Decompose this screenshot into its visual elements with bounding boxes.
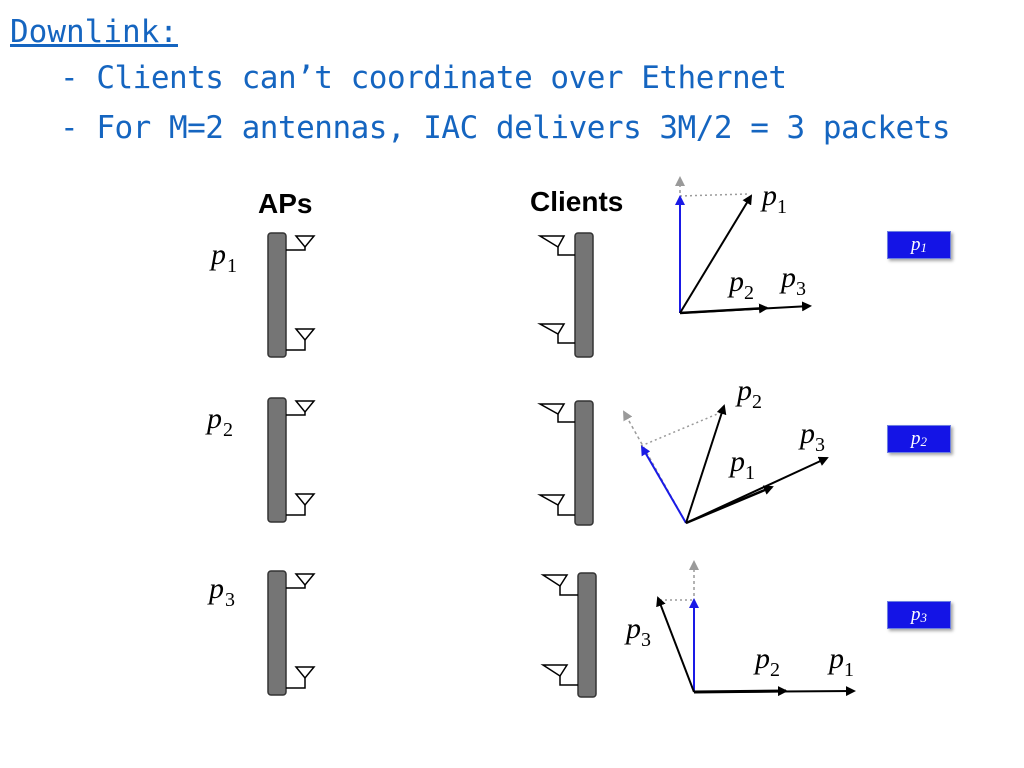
antenna-icon [537, 494, 566, 507]
antenna-icon [537, 323, 566, 336]
svg-text:1: 1 [227, 255, 237, 277]
antenna-icon [294, 328, 316, 342]
svg-text:p: p [735, 374, 752, 407]
vector-label-p3: p 3 [779, 261, 806, 300]
client-device-3 [540, 572, 597, 698]
bullet-1: - Clients can’t coordinate over Ethernet [60, 60, 787, 96]
svg-text:p: p [727, 265, 744, 298]
vector-diagram-3: p 3 p 2 p 1 [624, 560, 856, 697]
antenna-icon [540, 664, 569, 678]
antenna-icon [294, 666, 316, 680]
decoded-packet-badge-3: p3 [887, 601, 951, 629]
decoded-packet-badge-2: p2 [887, 425, 951, 453]
svg-text:p: p [205, 402, 222, 435]
vector-diagram-1: p 1 p 2 p 3 [675, 176, 812, 315]
svg-text:2: 2 [223, 419, 233, 441]
svg-text:1: 1 [777, 196, 787, 218]
decoded-packet-badge-1: p1 [887, 231, 951, 259]
ap-label-3: p 3 [207, 572, 235, 611]
slide-title: Downlink: [10, 14, 178, 50]
svg-text:p: p [779, 261, 796, 294]
svg-text:1: 1 [844, 659, 854, 681]
vector-p3 [656, 596, 695, 693]
antenna-icon [537, 235, 566, 249]
vector-p3 [679, 301, 812, 314]
vector-label-p2: p 2 [753, 642, 780, 681]
svg-text:3: 3 [815, 434, 825, 456]
antenna-icon [294, 235, 316, 249]
vector-p2 [685, 404, 727, 524]
vector-label-p2: p 2 [727, 265, 754, 304]
vector-label-p1: p 1 [827, 642, 854, 681]
ap-label-1: p 1 [209, 238, 237, 277]
svg-text:3: 3 [796, 278, 806, 300]
svg-text:p: p [624, 612, 641, 645]
svg-text:p: p [209, 238, 226, 271]
vector-label-p1: p 1 [728, 445, 755, 484]
svg-text:3: 3 [641, 629, 651, 651]
svg-text:2: 2 [752, 391, 762, 413]
aps-column-heading: APs [258, 188, 313, 219]
decoded-vector-p2 [640, 445, 687, 524]
vector-p1 [693, 686, 856, 697]
ap-label-2: p 2 [205, 402, 233, 441]
antenna-icon [540, 574, 569, 588]
ap-device-3 [267, 570, 316, 696]
vector-p1 [679, 194, 753, 314]
ap-device-2 [267, 397, 316, 523]
vector-label-p1: p 1 [760, 179, 787, 218]
svg-text:p: p [798, 417, 815, 450]
svg-text:p: p [827, 642, 844, 675]
clients-column-heading: Clients [530, 186, 624, 217]
vector-label-p2: p 2 [735, 374, 762, 413]
vector-label-p3: p 3 [624, 612, 651, 651]
vector-p3 [685, 456, 829, 524]
ap-device-1 [267, 232, 316, 358]
svg-text:2: 2 [744, 282, 754, 304]
svg-text:p: p [753, 642, 770, 675]
svg-text:1: 1 [745, 462, 755, 484]
vector-label-p3: p 3 [798, 417, 825, 456]
svg-text:2: 2 [770, 659, 780, 681]
antenna-icon [294, 400, 316, 414]
client-device-2 [537, 400, 594, 526]
client-device-1 [537, 232, 594, 358]
svg-text:p: p [207, 572, 224, 605]
svg-text:p: p [760, 179, 777, 212]
bullet-2: - For M=2 antennas, IAC delivers 3M/2 = … [60, 110, 951, 146]
svg-text:p: p [728, 445, 745, 478]
projection-line [679, 193, 749, 197]
projection-line [640, 411, 723, 447]
antenna-icon [537, 403, 566, 416]
antenna-icon [294, 573, 316, 587]
vector-diagram-2: p 2 p 3 p 1 [623, 374, 829, 525]
antenna-icon [294, 493, 316, 507]
svg-text:3: 3 [225, 589, 235, 611]
